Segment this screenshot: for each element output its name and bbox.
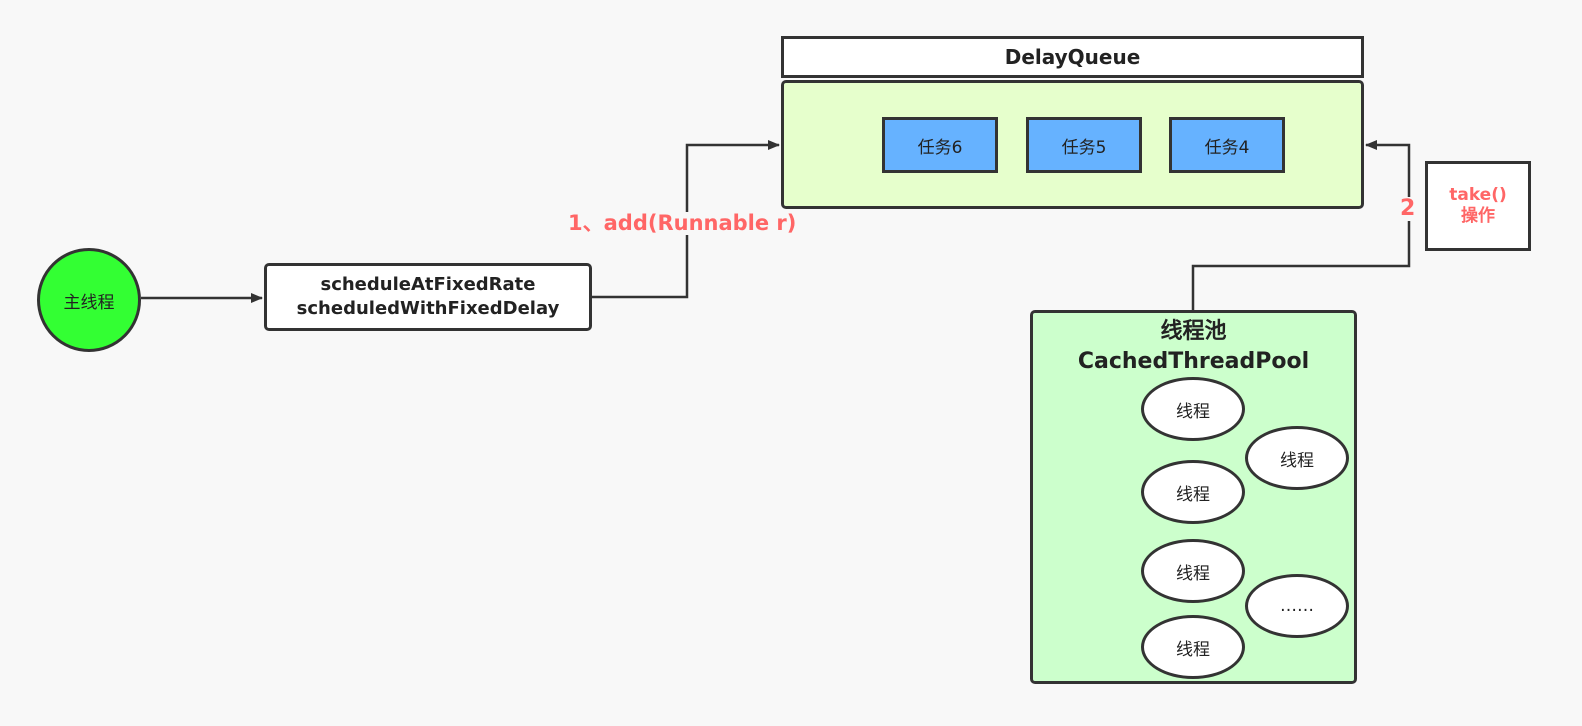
main-thread-node: 主线程 <box>37 248 141 352</box>
take-call-label: take() <box>1449 185 1507 205</box>
delay-queue-title-label: DelayQueue <box>1004 45 1141 69</box>
delay-queue-title: DelayQueue <box>781 36 1364 78</box>
task-label: 任务5 <box>1061 137 1107 158</box>
delay-queue-body: 任务6 任务5 任务4 <box>781 80 1364 209</box>
thread-label: 线程 <box>1176 484 1210 505</box>
thread-pool-title-cn: 线程池 <box>1160 319 1227 344</box>
thread-label: 线程 <box>1176 639 1210 660</box>
scheduled-with-fixed-delay-label: scheduledWithFixedDelay <box>296 298 560 319</box>
main-thread-label: 主线程 <box>63 292 115 313</box>
thread-pool-title: 线程池 CachedThreadPool <box>1033 317 1354 377</box>
thread-label: 线程 <box>1176 563 1210 584</box>
thread-ellipse: 线程 <box>1245 426 1349 490</box>
thread-pool-title-en: CachedThreadPool <box>1077 349 1310 374</box>
task-box: 任务5 <box>1026 117 1142 173</box>
step-2-label: 2 <box>1399 196 1417 221</box>
schedule-methods-box: scheduleAtFixedRate scheduledWithFixedDe… <box>264 263 592 331</box>
take-operation-label: 操作 <box>1461 206 1495 226</box>
thread-more-label: …… <box>1280 596 1314 616</box>
task-box: 任务6 <box>882 117 998 173</box>
edge-pool-to-queue <box>1191 140 1411 310</box>
thread-ellipse: 线程 <box>1141 539 1245 603</box>
task-label: 任务6 <box>917 137 963 158</box>
task-label: 任务4 <box>1204 137 1250 158</box>
thread-label: 线程 <box>1176 401 1210 422</box>
thread-ellipse: 线程 <box>1141 615 1245 679</box>
add-runnable-label: 1、add(Runnable r) <box>566 211 799 235</box>
thread-ellipse-more: …… <box>1245 574 1349 638</box>
schedule-at-fixed-rate-label: scheduleAtFixedRate <box>320 274 536 295</box>
thread-ellipse: 线程 <box>1141 460 1245 524</box>
thread-label: 线程 <box>1280 450 1314 471</box>
task-box: 任务4 <box>1169 117 1285 173</box>
thread-ellipse: 线程 <box>1141 377 1245 441</box>
thread-pool: 线程池 CachedThreadPool 线程 线程 线程 线程 …… 线程 <box>1030 310 1357 684</box>
take-operation-box: take() 操作 <box>1425 161 1531 251</box>
